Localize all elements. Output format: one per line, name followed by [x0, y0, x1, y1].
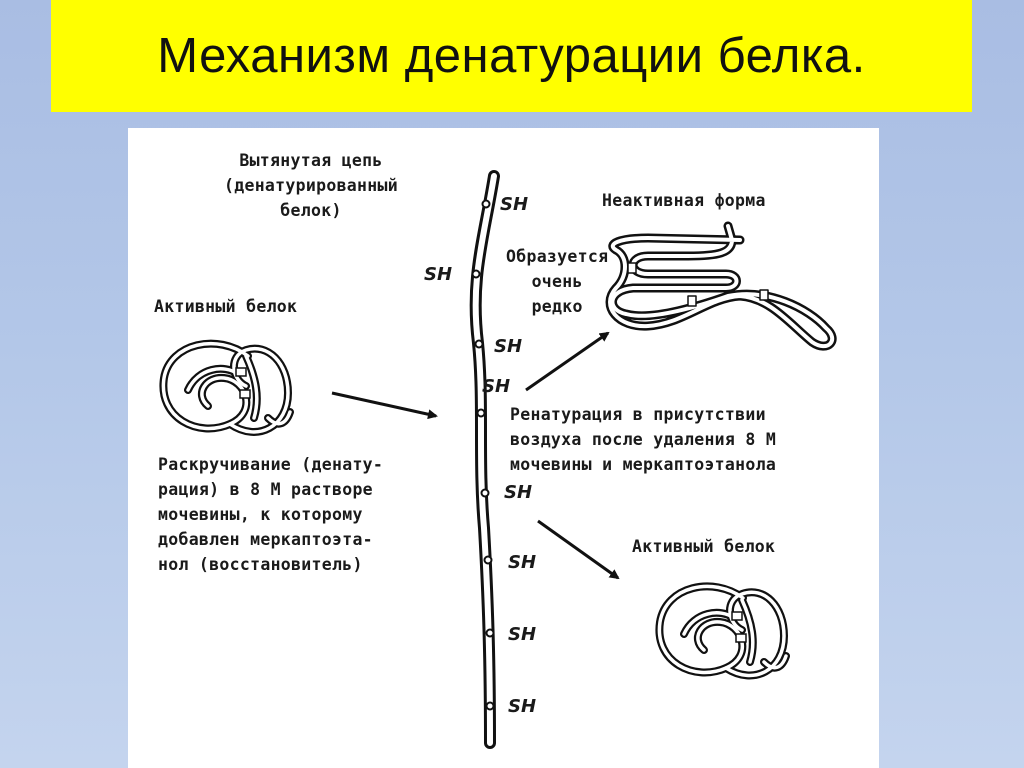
arrow-to-active-protein-right: [537, 519, 620, 580]
title-bar: Механизм денатурации белка.: [51, 0, 972, 112]
sh-label: SH: [500, 194, 529, 215]
label-active-protein-right: Активный белок: [632, 537, 776, 556]
sh-label: SH: [504, 482, 533, 503]
label-rarely-formed: Образуется очень редко: [506, 247, 609, 316]
sh-label: SH: [508, 696, 537, 717]
sh-label: SH: [508, 624, 537, 645]
label-renaturation: Ренатурация в присутствии воздуха после …: [510, 405, 777, 474]
sh-label: SH: [424, 264, 453, 285]
label-active-protein-left: Активный белок: [154, 297, 298, 316]
extended-chain: [469, 170, 500, 749]
figure-drawing: [159, 170, 837, 749]
page-title: Механизм денатурации белка.: [157, 29, 866, 83]
denaturation-figure: Вытянутая цепь (денатурированный белок) …: [128, 128, 879, 768]
active-protein-right-glyph: [655, 582, 790, 680]
sh-label: SH: [494, 336, 523, 357]
label-extended-chain: Вытянутая цепь (денатурированный белок): [224, 151, 398, 220]
sh-label: SH: [508, 552, 537, 573]
label-unfolding: Раскручивание (денату- рация) в 8 М раст…: [158, 455, 384, 574]
arrow-to-inactive-form: [525, 331, 610, 392]
sh-label: SH: [482, 376, 511, 397]
label-inactive-form: Неактивная форма: [602, 191, 766, 210]
inactive-form-glyph: [605, 221, 837, 351]
arrow-to-extended-chain: [331, 391, 438, 420]
active-protein-left-glyph: [159, 339, 294, 436]
